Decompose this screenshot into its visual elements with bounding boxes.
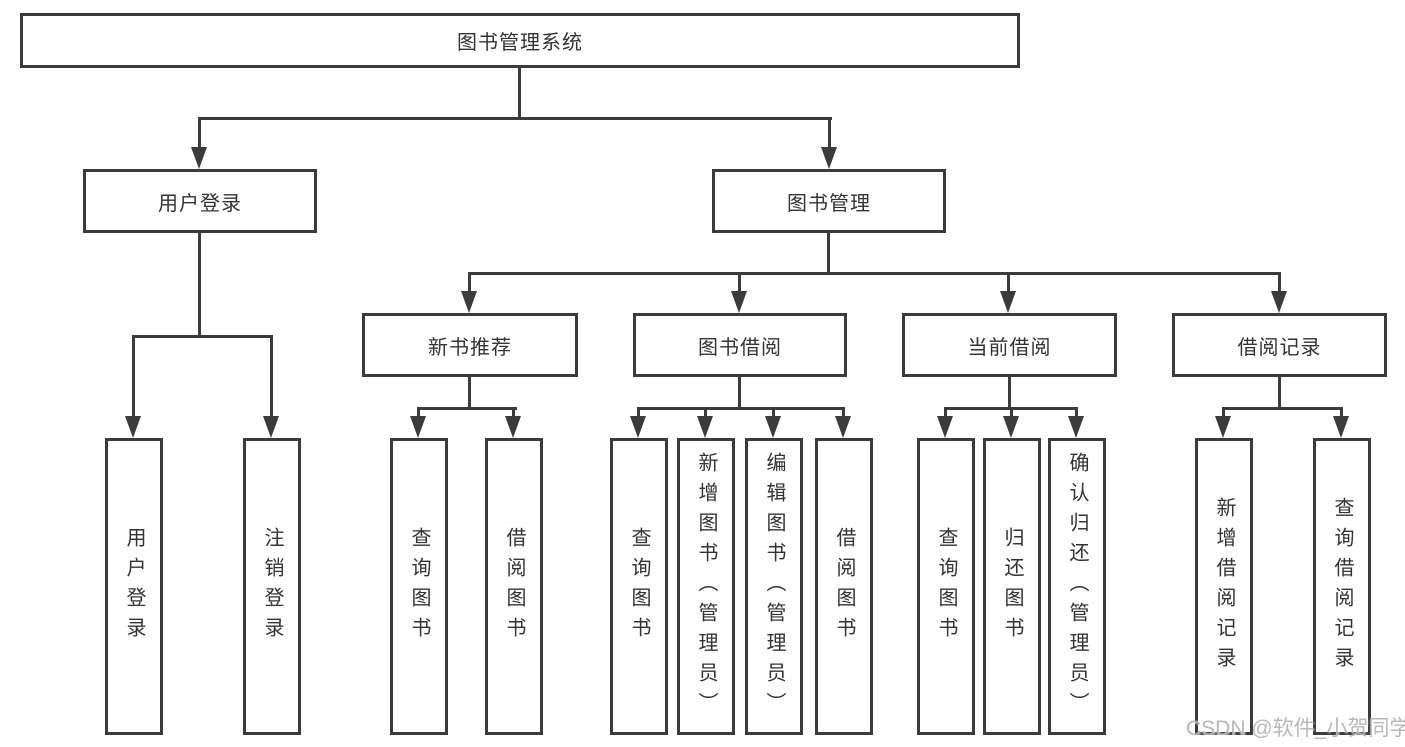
leaf-recommend-borrow-books: 借阅图书: [485, 438, 543, 735]
leaf-user-login: 用户登录: [105, 438, 163, 735]
connector-line: [738, 272, 741, 292]
leaf-add-books-admin-label: 新增图书（管理员）: [695, 451, 717, 722]
leaf-borrowing-query-books: 查询图书: [610, 438, 668, 735]
connector-line: [1010, 407, 1013, 418]
leaf-recommend-query-books-label: 查询图书: [408, 526, 430, 647]
watermark: CSDN @软件_小贺同学: [1186, 717, 1405, 740]
connector-line: [1222, 407, 1343, 410]
connector-line: [827, 233, 830, 275]
connector-arrowhead-icon: [937, 416, 953, 438]
node-book-management: 图书管理: [712, 169, 946, 233]
leaf-recommend-query-books: 查询图书: [390, 438, 448, 735]
connector-arrowhead-icon: [191, 147, 207, 169]
connector-line: [1007, 272, 1010, 292]
connector-arrowhead-icon: [505, 416, 521, 438]
node-user-login: 用户登录: [83, 169, 317, 233]
connector-arrowhead-icon: [1000, 291, 1016, 313]
leaf-add-borrow-record-label: 新增借阅记录: [1213, 496, 1235, 677]
node-new-book-recommend: 新书推荐: [362, 313, 578, 377]
connector-line: [512, 407, 515, 418]
connector-line: [772, 407, 775, 418]
connector-line: [518, 68, 521, 118]
connector-arrowhead-icon: [1003, 416, 1019, 438]
leaf-edit-books-admin: 编辑图书（管理员）: [745, 438, 803, 735]
connector-line: [1075, 407, 1078, 418]
leaf-add-books-admin: 新增图书（管理员）: [677, 438, 735, 735]
leaf-logout-label: 注销登录: [261, 526, 283, 647]
connector-arrowhead-icon: [1333, 416, 1349, 438]
connector-arrowhead-icon: [697, 416, 713, 438]
node-book-borrowing: 图书借阅: [633, 313, 847, 377]
connector-arrowhead-icon: [410, 416, 426, 438]
leaf-confirm-return-admin: 确认归还（管理员）: [1048, 438, 1106, 735]
connector-arrowhead-icon: [835, 416, 851, 438]
leaf-confirm-return-admin-label: 确认归还（管理员）: [1066, 451, 1088, 722]
connector-arrowhead-icon: [1271, 291, 1287, 313]
connector-line: [417, 407, 517, 410]
node-book-borrowing-label: 图书借阅: [698, 336, 782, 359]
connector-arrowhead-icon: [731, 291, 747, 313]
connector-arrowhead-icon: [125, 416, 141, 438]
connector-line: [468, 272, 1281, 275]
connector-line: [704, 407, 707, 418]
node-current-borrowing: 当前借阅: [902, 313, 1117, 377]
connector-line: [637, 407, 640, 418]
connector-arrowhead-icon: [765, 416, 781, 438]
connector-arrowhead-icon: [1068, 416, 1084, 438]
leaf-query-borrow-record-label: 查询借阅记录: [1331, 496, 1353, 677]
connector-line: [944, 407, 947, 418]
connector-line: [198, 117, 201, 148]
connector-line: [828, 117, 831, 148]
node-new-book-recommend-label: 新书推荐: [428, 336, 512, 359]
node-borrow-records-label: 借阅记录: [1237, 336, 1322, 359]
connector-line: [1278, 377, 1281, 410]
leaf-current-query-books: 查询图书: [917, 438, 975, 735]
connector-arrowhead-icon: [263, 416, 279, 438]
leaf-return-books-label: 归还图书: [1001, 526, 1023, 647]
connector-line: [417, 407, 420, 418]
connector-arrowhead-icon: [461, 291, 477, 313]
node-user-login-label: 用户登录: [158, 192, 242, 215]
node-borrow-records: 借阅记录: [1172, 313, 1387, 377]
leaf-borrowing-borrow-books-label: 借阅图书: [833, 526, 855, 647]
connector-line: [1278, 272, 1281, 292]
connector-line: [738, 377, 741, 410]
leaf-add-borrow-record: 新增借阅记录: [1195, 438, 1253, 735]
leaf-borrowing-query-books-label: 查询图书: [628, 526, 650, 647]
node-current-borrowing-label: 当前借阅: [967, 336, 1052, 359]
connector-line: [1008, 377, 1011, 410]
leaf-edit-books-admin-label: 编辑图书（管理员）: [763, 451, 785, 722]
connector-line: [1222, 407, 1225, 418]
leaf-logout: 注销登录: [243, 438, 301, 735]
leaf-query-borrow-record: 查询借阅记录: [1313, 438, 1371, 735]
connector-line: [468, 272, 471, 292]
connector-line: [468, 377, 471, 410]
node-root-label: 图书管理系统: [457, 32, 583, 54]
leaf-borrowing-borrow-books: 借阅图书: [815, 438, 873, 735]
leaf-user-login-label: 用户登录: [123, 526, 145, 647]
connector-line: [198, 233, 201, 338]
connector-line: [132, 335, 135, 417]
connector-arrowhead-icon: [630, 416, 646, 438]
connector-line: [637, 407, 845, 410]
leaf-current-query-books-label: 查询图书: [935, 526, 957, 647]
node-root: 图书管理系统: [20, 13, 1020, 68]
leaf-recommend-borrow-books-label: 借阅图书: [503, 526, 525, 647]
connector-line: [842, 407, 845, 418]
leaf-return-books: 归还图书: [983, 438, 1041, 735]
connector-line: [270, 335, 273, 417]
connector-line: [198, 117, 832, 120]
connector-line: [1340, 407, 1343, 418]
connector-arrowhead-icon: [1215, 416, 1231, 438]
connector-arrowhead-icon: [821, 147, 837, 169]
node-book-management-label: 图书管理: [787, 192, 871, 215]
connector-line: [132, 335, 273, 338]
